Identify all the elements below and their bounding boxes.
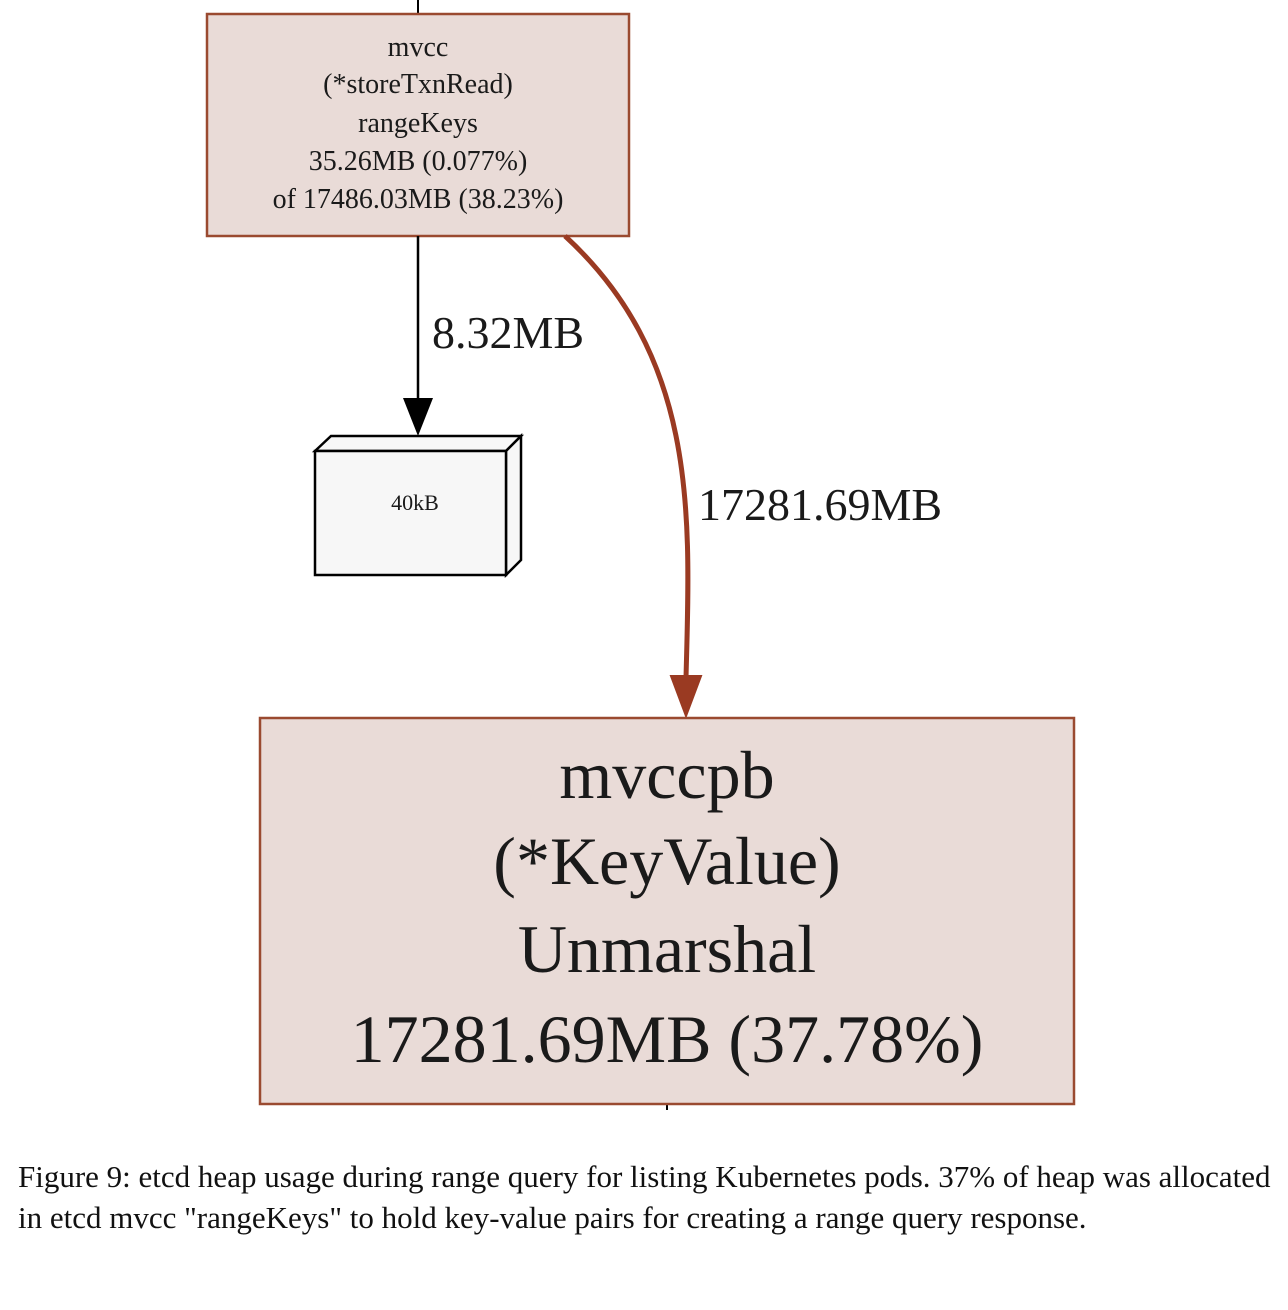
node-small-alloc-side-face: [504, 432, 523, 579]
node-range-keys-line-3: rangeKeys: [358, 108, 478, 139]
node-range-keys-box: [205, 12, 631, 238]
node-small-alloc-front-face: [313, 449, 508, 577]
node-range-keys-line-5: of 17486.03MB (38.23%): [273, 184, 564, 215]
node-unmarshal-line-4: 17281.69MB (37.78%): [351, 1001, 984, 1077]
node-unmarshal[interactable]: mvccpb (*KeyValue) Unmarshal 17281.69MB …: [258, 716, 1076, 1106]
node-unmarshal-line-1: mvccpb: [559, 737, 774, 813]
edge-to-unmarshal-label: 17281.69MB: [698, 479, 942, 530]
node-range-keys-line-1: mvcc: [388, 32, 449, 63]
edge-to-unmarshal-curve: [563, 234, 691, 679]
node-range-keys-line-4: 35.26MB (0.077%): [309, 146, 528, 177]
node-range-keys[interactable]: mvcc (*storeTxnRead) rangeKeys 35.26MB (…: [205, 12, 631, 238]
node-unmarshal-box: [258, 716, 1076, 1106]
node-small-alloc[interactable]: 40kB: [311, 432, 525, 579]
edge-to-small-alloc: 8.32MB: [403, 236, 584, 436]
node-small-alloc-top-face: [311, 434, 525, 453]
figure-caption: Figure 9: etcd heap usage during range q…: [18, 1159, 1271, 1235]
node-unmarshal-line-3: Unmarshal: [518, 911, 816, 987]
edge-to-unmarshal-arrowhead: [669, 675, 703, 719]
node-range-keys-line-2: (*storeTxnRead): [323, 69, 513, 100]
edge-to-small-alloc-label: 8.32MB: [432, 307, 584, 358]
node-small-alloc-label: 40kB: [391, 490, 439, 515]
edge-to-unmarshal: 17281.69MB: [563, 234, 942, 719]
node-unmarshal-line-2: (*KeyValue): [493, 823, 840, 899]
heap-profile-graph: mvcc (*storeTxnRead) rangeKeys 35.26MB (…: [205, 0, 1076, 1110]
edge-to-small-alloc-arrowhead: [403, 398, 433, 436]
